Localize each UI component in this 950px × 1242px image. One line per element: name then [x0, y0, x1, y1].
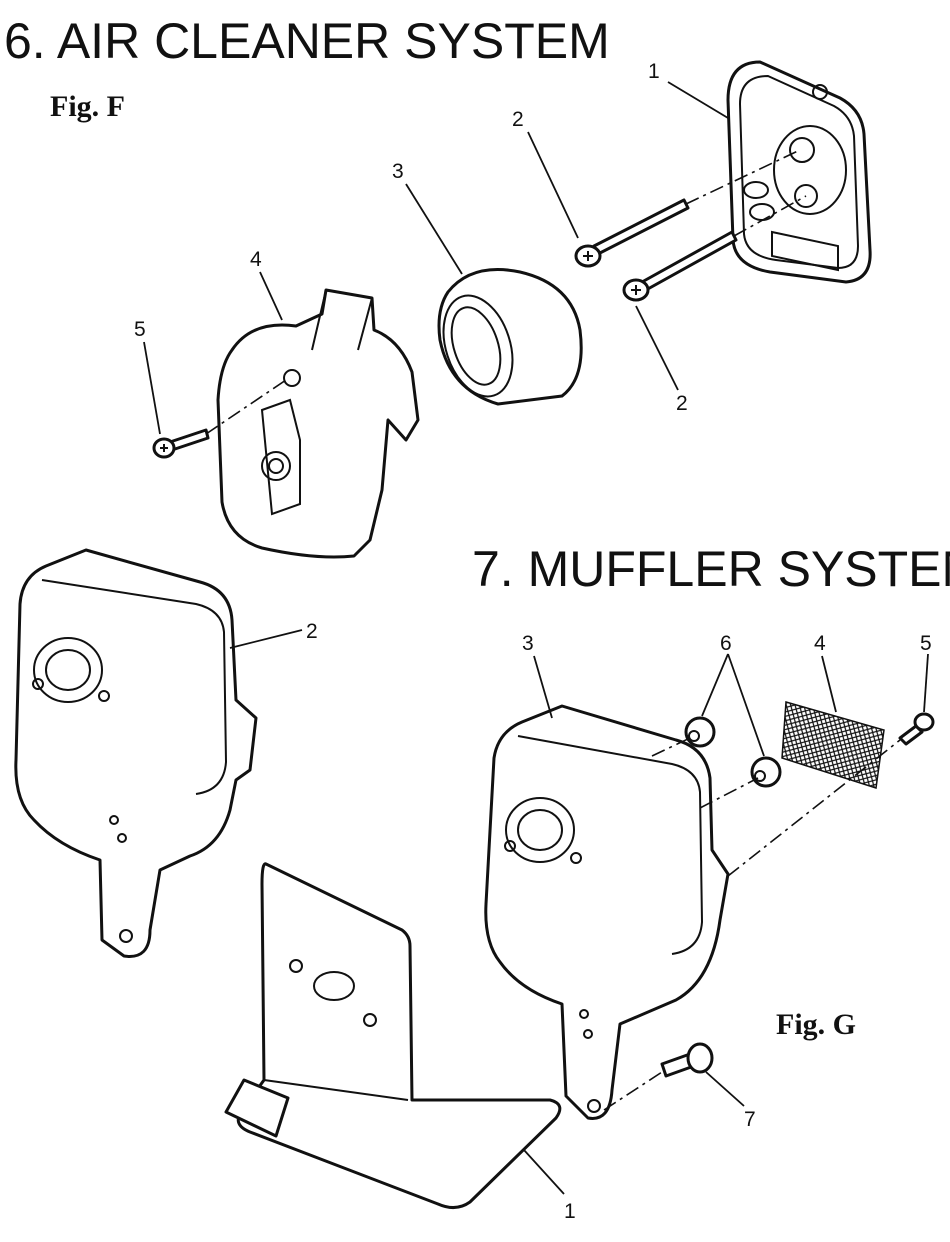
screw-long-upper [574, 198, 690, 268]
screen-screw [898, 712, 935, 746]
air-cleaner-case [726, 60, 872, 284]
spacer-upper [684, 716, 716, 748]
spacer-lower [750, 756, 782, 788]
callout-mf-5: 5 [920, 632, 932, 655]
air-cleaner-cover [216, 288, 420, 559]
spark-arrestor-screen [781, 701, 885, 789]
muffler-title: 7. MUFFLER SYSTEM [472, 541, 950, 597]
callout-af-3: 3 [392, 160, 404, 183]
callout-af-2-lower: 2 [676, 392, 688, 415]
callout-mf-4: 4 [814, 632, 826, 655]
callout-mf-1: 1 [564, 1200, 576, 1223]
callout-af-1: 1 [648, 60, 660, 83]
muffler-right [484, 704, 730, 1120]
callout-af-4: 4 [250, 248, 262, 271]
air-cleaner-title: 6. AIR CLEANER SYSTEM [4, 13, 610, 69]
callout-mf-6: 6 [720, 632, 732, 655]
fig-f-label: Fig. F [50, 90, 125, 123]
callout-mf-3: 3 [522, 632, 534, 655]
callout-mf-2: 2 [306, 620, 318, 643]
muffler-left [14, 548, 258, 958]
gasket-plate [224, 862, 562, 1209]
callout-af-2-upper: 2 [512, 108, 524, 131]
filter-element [437, 268, 583, 406]
fig-g-label: Fig. G [776, 1008, 856, 1041]
callout-af-5: 5 [134, 318, 146, 341]
screw-small [152, 428, 210, 459]
muffler-bolt [660, 1042, 714, 1078]
screw-long-lower [622, 230, 738, 302]
callout-mf-7: 7 [744, 1108, 756, 1131]
